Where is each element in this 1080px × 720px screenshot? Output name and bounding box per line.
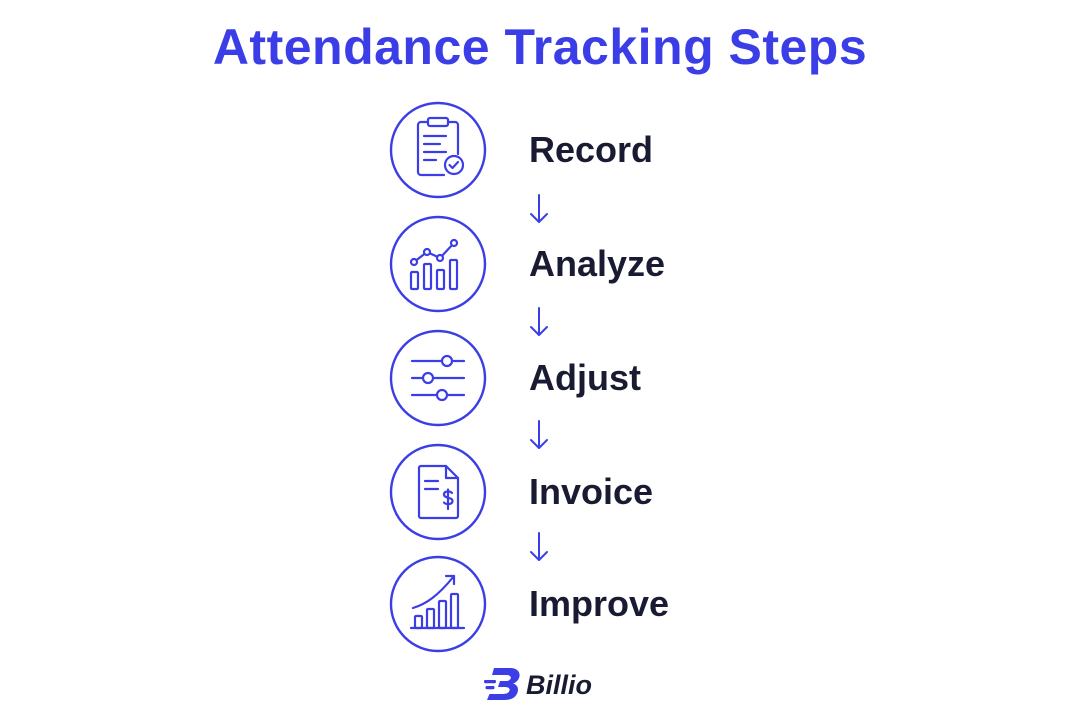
step-label: Analyze — [529, 243, 666, 284]
chart-analytics-icon — [388, 214, 488, 314]
arrow-down-icon — [530, 532, 548, 561]
step-invoice: Invoice — [388, 442, 788, 542]
brand-logo: Billio — [484, 664, 614, 704]
brand-name: Billio — [526, 670, 592, 700]
sliders-icon — [388, 328, 488, 428]
invoice-dollar-icon — [388, 442, 488, 542]
step-label: Record — [529, 129, 654, 170]
arrow-down-icon — [530, 420, 548, 449]
step-label: Improve — [529, 583, 670, 624]
billio-logo-icon — [484, 668, 520, 700]
step-label: Adjust — [529, 357, 641, 398]
step-adjust: Adjust — [388, 328, 788, 428]
step-record: Record — [388, 100, 788, 200]
arrow-down-icon — [530, 194, 548, 223]
clipboard-check-icon — [388, 100, 488, 200]
page-title: Attendance Tracking Steps — [212, 19, 868, 75]
arrow-down-icon — [530, 307, 548, 336]
growth-chart-icon — [388, 554, 488, 654]
step-analyze: Analyze — [388, 214, 788, 314]
step-improve: Improve — [388, 554, 788, 654]
step-label: Invoice — [529, 471, 654, 512]
